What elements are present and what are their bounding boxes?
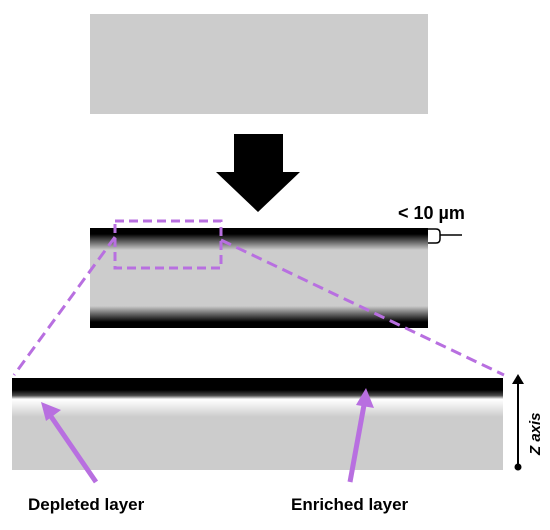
z-axis-label: Z axis [527,412,544,456]
stratified-film [90,228,428,328]
down-arrow-icon [216,134,300,212]
depleted-pointer-arrowhead [41,402,61,421]
z-axis-origin [514,463,522,471]
zoom-region [113,219,223,270]
brace-icon [428,228,462,244]
enriched-pointer-arrowhead [356,388,374,408]
zoomed-film [12,378,503,470]
uniform-film [90,14,428,114]
enriched-pointer-line [347,404,367,483]
depleted-pointer-line [47,413,99,484]
enriched-layer-label: Enriched layer [291,495,409,514]
depleted-layer-label: Depleted layer [28,495,145,514]
zoom-line-right [220,238,505,377]
thickness-label: < 10 µm [398,203,465,223]
zoom-line-left [12,236,117,376]
z-axis-arrowhead [512,374,524,384]
